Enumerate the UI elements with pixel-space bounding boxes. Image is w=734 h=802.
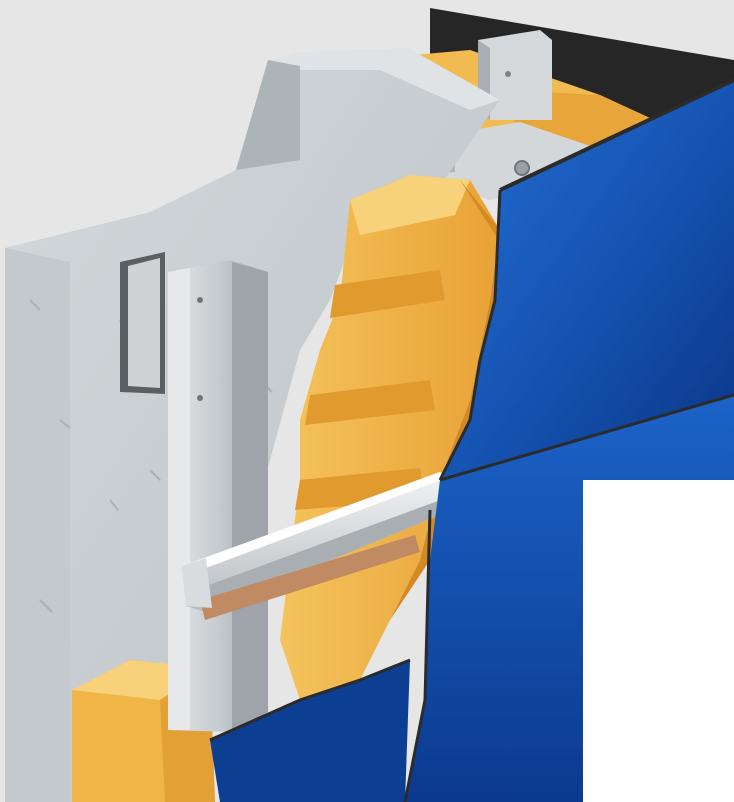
wall-bracket-left xyxy=(120,252,165,394)
horizontal-rail xyxy=(182,472,462,620)
vertical-profile xyxy=(168,260,268,732)
blank-inset xyxy=(583,480,734,802)
